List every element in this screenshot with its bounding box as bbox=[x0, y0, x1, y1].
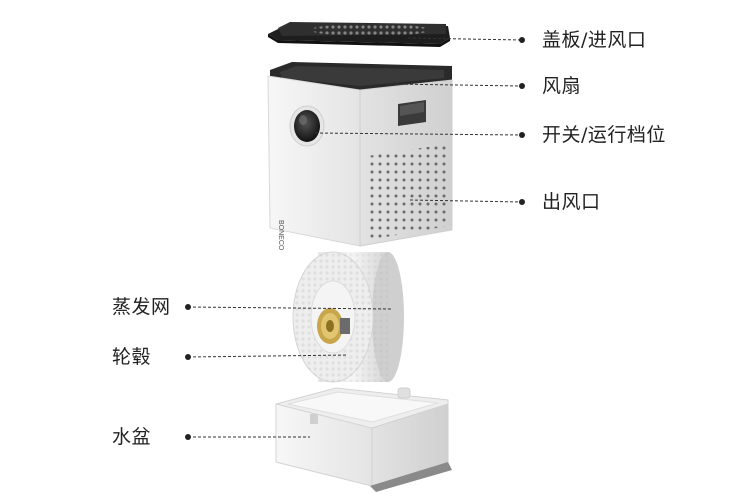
leader-dots bbox=[185, 37, 525, 440]
hub bbox=[317, 308, 350, 344]
label-outlet: 出风口 bbox=[542, 191, 601, 213]
leader-line-wick bbox=[187, 306, 393, 310]
evaporator-wick bbox=[292, 251, 404, 383]
leader-line-hub bbox=[187, 354, 349, 358]
label-wick: 蒸发网 bbox=[112, 296, 171, 318]
label-basin: 水盆 bbox=[112, 426, 152, 448]
leader-line-outlet bbox=[409, 199, 523, 203]
water-basin bbox=[275, 387, 452, 492]
leader-line-fan bbox=[389, 83, 523, 87]
dot-hub bbox=[185, 354, 191, 360]
dot-wick bbox=[185, 304, 191, 310]
label-cover: 盖板/进风口 bbox=[542, 29, 647, 51]
label-fan: 风扇 bbox=[542, 75, 582, 97]
main-body bbox=[267, 62, 453, 247]
leader-line-switch bbox=[314, 132, 523, 136]
dot-outlet bbox=[519, 199, 525, 205]
brand-text: BONECO bbox=[277, 220, 284, 251]
leader-line-cover bbox=[407, 37, 523, 41]
dot-cover bbox=[519, 37, 525, 43]
leader-lines bbox=[187, 37, 523, 438]
label-hub: 轮毂 bbox=[112, 346, 152, 368]
cover-plate bbox=[268, 22, 450, 47]
dot-basin bbox=[185, 434, 191, 440]
dot-switch bbox=[519, 132, 525, 138]
label-switch: 开关/运行档位 bbox=[542, 124, 666, 146]
dot-fan bbox=[519, 83, 525, 89]
